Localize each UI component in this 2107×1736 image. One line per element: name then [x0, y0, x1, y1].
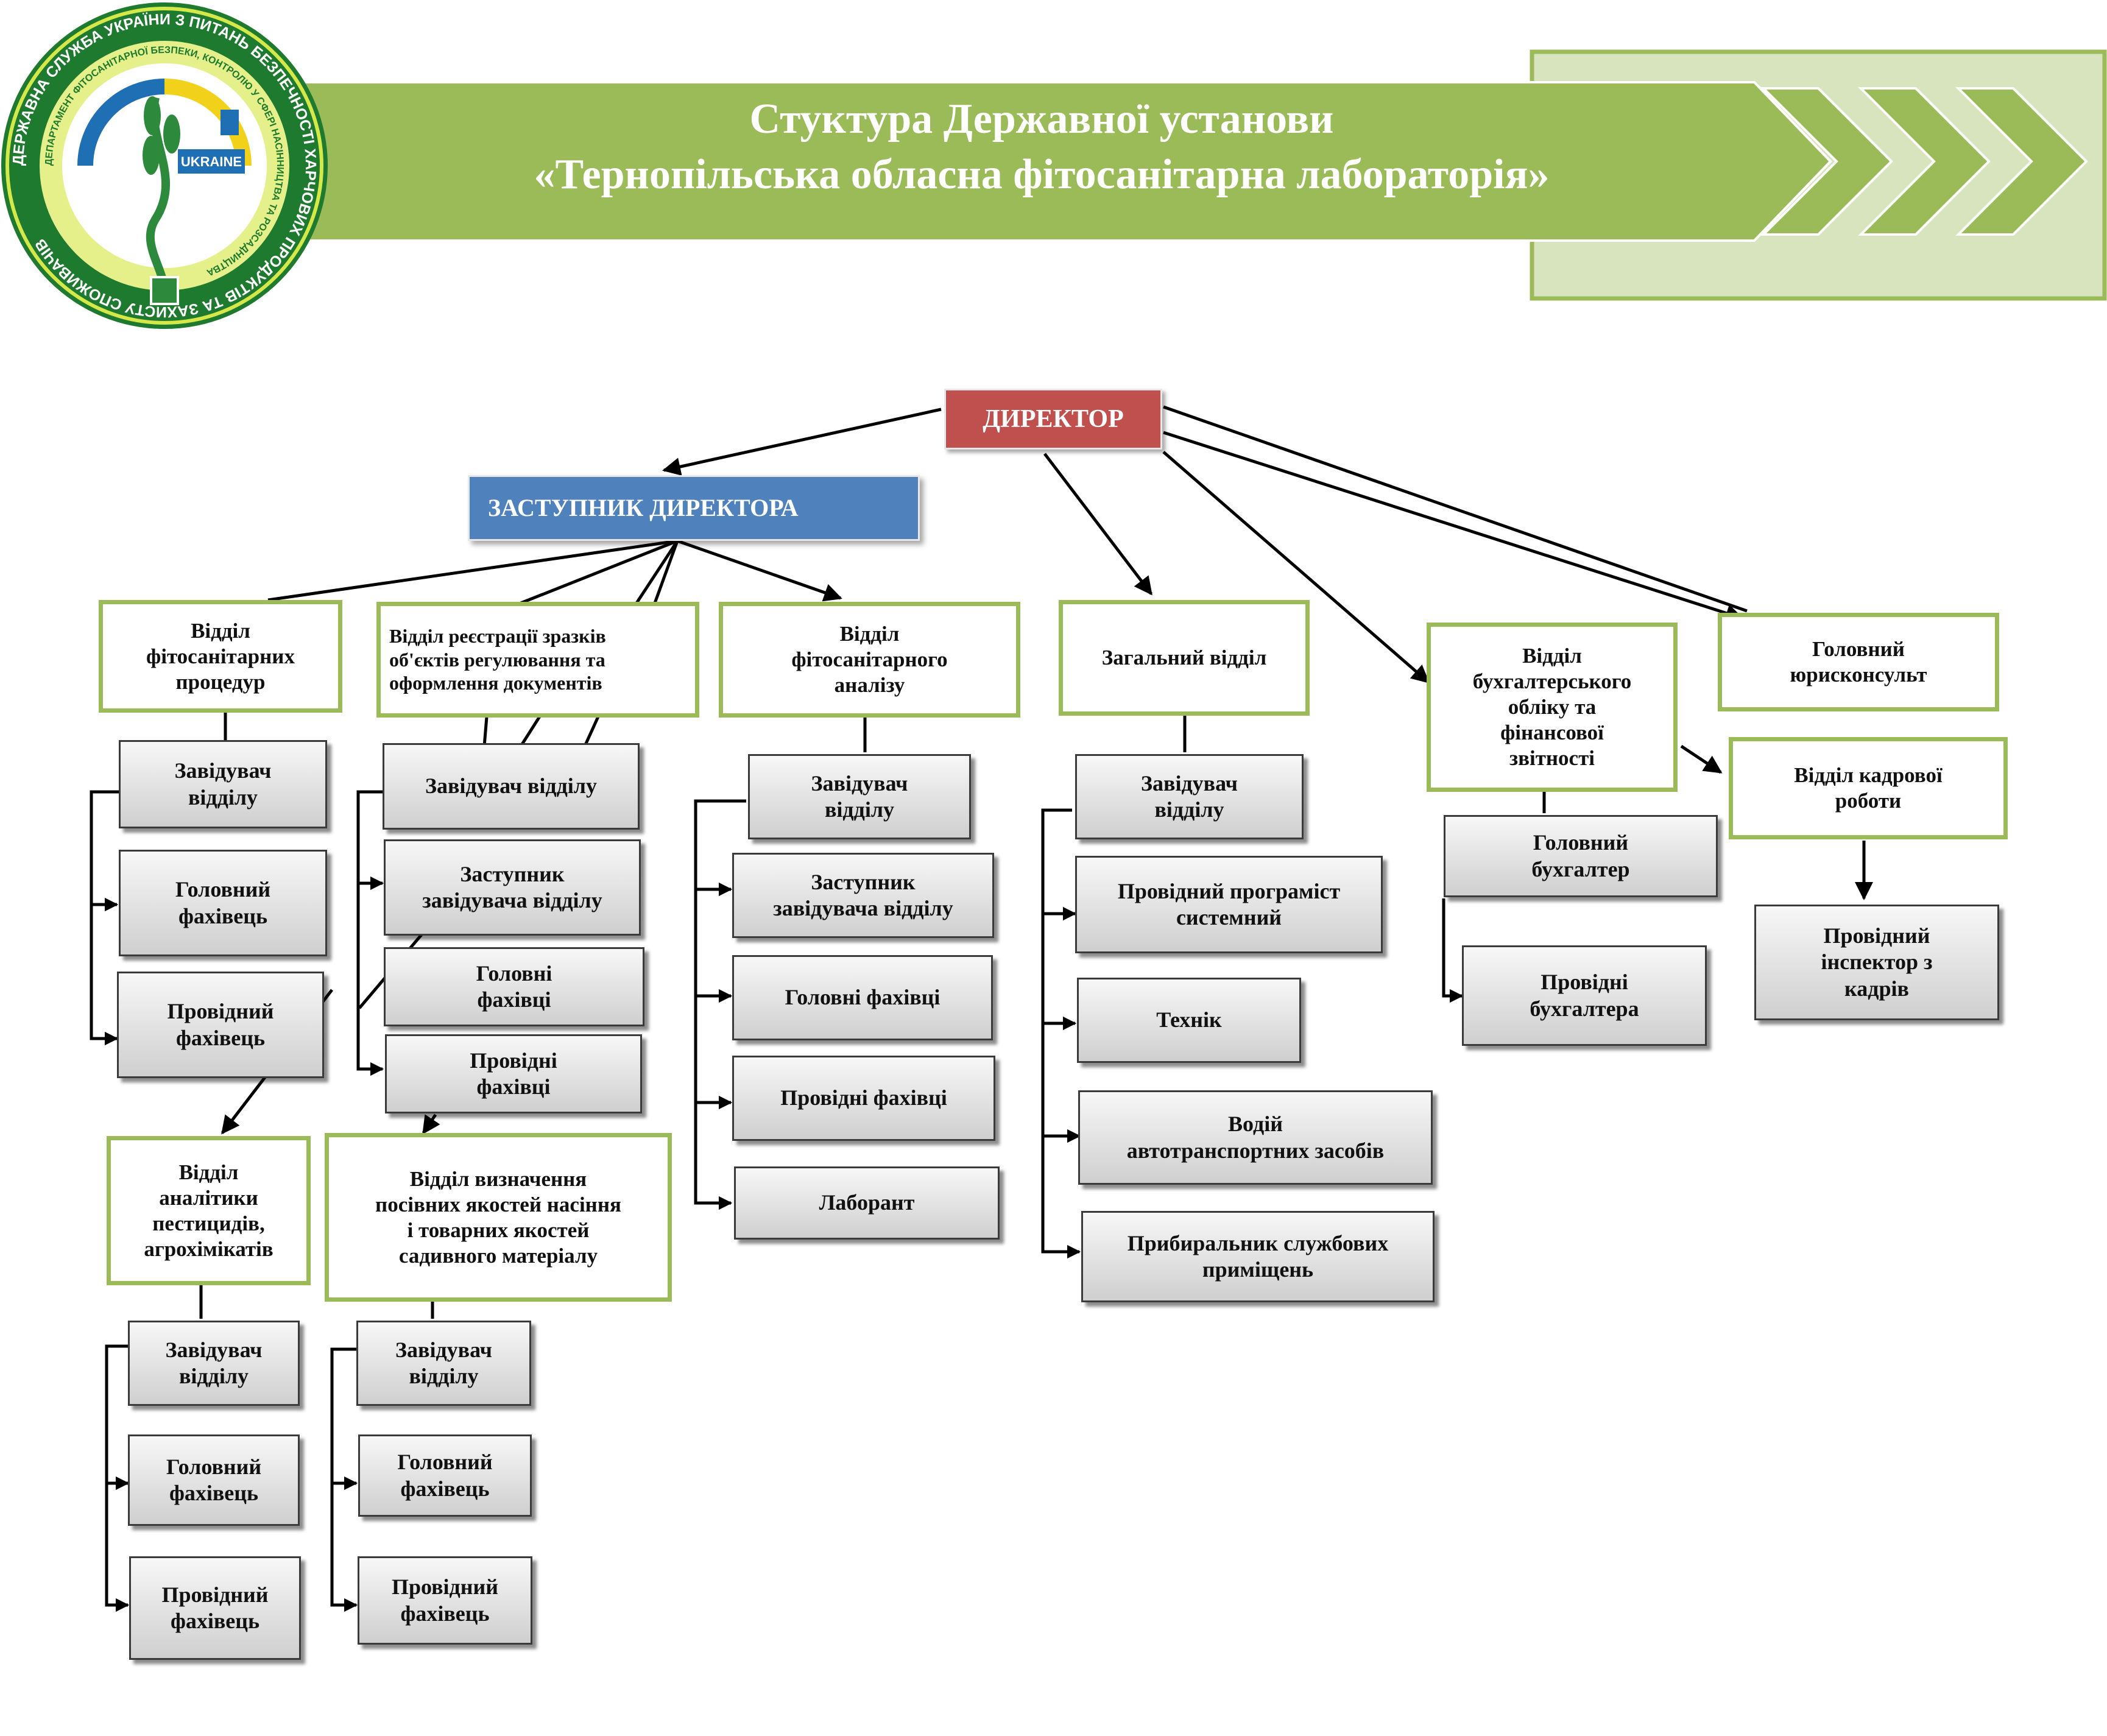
staff-leading-pesticides: Провідний фахівець	[129, 1556, 301, 1660]
staff-chief-phyto-procedures: Головний фахівець	[119, 850, 327, 956]
dept-phyto-procedures: Відділ фітосанітарних процедур	[99, 600, 342, 713]
page-title-line-2: «Тернопільська обласна фітосанітарна лаб…	[534, 151, 1550, 198]
staff-head-phyto-procedures: Завідувач відділу	[119, 740, 327, 828]
staff-leading-seeds: Провідний фахівець	[358, 1556, 532, 1645]
staff-chief-registration: Головні фахівці	[384, 947, 644, 1026]
director-box: ДИРЕКТОР	[944, 389, 1162, 450]
staff-chief-pesticides: Головний фахівець	[128, 1434, 300, 1526]
logo-ring-text: ДЕРЖАВНА СЛУЖБА УКРАЇНИ З ПИТАНЬ БЕЗПЕЧН…	[10, 11, 319, 320]
chevron-right-icon	[1760, 87, 1893, 236]
staff-head-pesticides: Завідувач відділу	[128, 1321, 300, 1406]
staff-programmer: Провідний програміст системний	[1075, 856, 1383, 953]
chief-legal-counsel: Головний юрисконсульт	[1718, 613, 1999, 711]
staff-head-registration: Завідувач відділу	[383, 743, 640, 830]
page-title-line-1: Стуктура Державної установи	[749, 96, 1334, 143]
staff-head-phyto-analysis: Завідувач відділу	[748, 754, 971, 839]
dept-pesticides: Відділ аналітики пестицидів, агрохімікат…	[107, 1136, 311, 1285]
staff-head-general: Завідувач відділу	[1075, 754, 1304, 839]
staff-deputy-head-registration: Заступник завідувача відділу	[384, 839, 641, 936]
staff-chief-phyto-analysis: Головні фахівці	[732, 955, 993, 1040]
staff-chief-accountant: Головний бухгалтер	[1444, 815, 1718, 897]
staff-leading-phyto-procedures: Провідний фахівець	[117, 972, 324, 1078]
chevron-right-icon	[1955, 87, 2088, 236]
staff-deputy-head-phyto-analysis: Заступник завідувача відділу	[732, 853, 994, 938]
staff-cleaner: Прибиральник службових приміщень	[1081, 1211, 1435, 1302]
svg-text:ДЕПАРТАМЕНТ ФІТОСАНІТАРНОЇ БЕЗ: ДЕПАРТАМЕНТ ФІТОСАНІТАРНОЇ БЕЗПЕКИ, КОНТ…	[44, 45, 285, 278]
dept-accounting: Відділ бухгалтерського обліку та фінансо…	[1427, 623, 1678, 792]
dept-phyto-analysis: Відділ фітосанітарного аналізу	[719, 602, 1020, 718]
page-title: Стуктура Державної установи «Тернопільсь…	[317, 91, 1766, 202]
staff-technician: Технік	[1077, 978, 1301, 1063]
staff-lab-assistant: Лаборант	[734, 1166, 1000, 1240]
staff-leading-phyto-analysis: Провідні фахівці	[732, 1056, 995, 1141]
dept-registration: Відділ реєстрації зразків об'єктів регул…	[376, 602, 699, 718]
dept-hr: Відділ кадрової роботи	[1729, 737, 2008, 839]
chevron-right-icon	[1858, 87, 1991, 236]
staff-leading-accountants: Провідні бухгалтера	[1462, 945, 1707, 1046]
logo-badge: UKRAINE	[181, 154, 242, 169]
staff-head-seeds: Завідувач відділу	[356, 1321, 531, 1406]
staff-hr-inspector: Провідний інспектор з кадрів	[1754, 905, 1999, 1020]
deputy-director-box: ЗАСТУПНИК ДИРЕКТОРА	[468, 475, 920, 541]
dept-seeds: Відділ визначення посівних якостей насін…	[325, 1133, 672, 1302]
dept-general: Загальний відділ	[1059, 600, 1310, 716]
svg-text:ДЕРЖАВНА СЛУЖБА УКРАЇНИ З ПИТА: ДЕРЖАВНА СЛУЖБА УКРАЇНИ З ПИТАНЬ БЕЗПЕЧН…	[10, 11, 319, 320]
staff-leading-registration: Провідні фахівці	[385, 1034, 642, 1113]
logo-inner-ring-text: ДЕПАРТАМЕНТ ФІТОСАНІТАРНОЇ БЕЗПЕКИ, КОНТ…	[44, 45, 285, 278]
staff-chief-seeds: Головний фахівець	[358, 1434, 532, 1517]
agency-logo: UKRAINE ДЕРЖАВНА СЛУЖБА УКРАЇНИ З ПИТАНЬ…	[1, 2, 328, 329]
staff-driver: Водій автотранспортних засобів	[1078, 1090, 1433, 1185]
